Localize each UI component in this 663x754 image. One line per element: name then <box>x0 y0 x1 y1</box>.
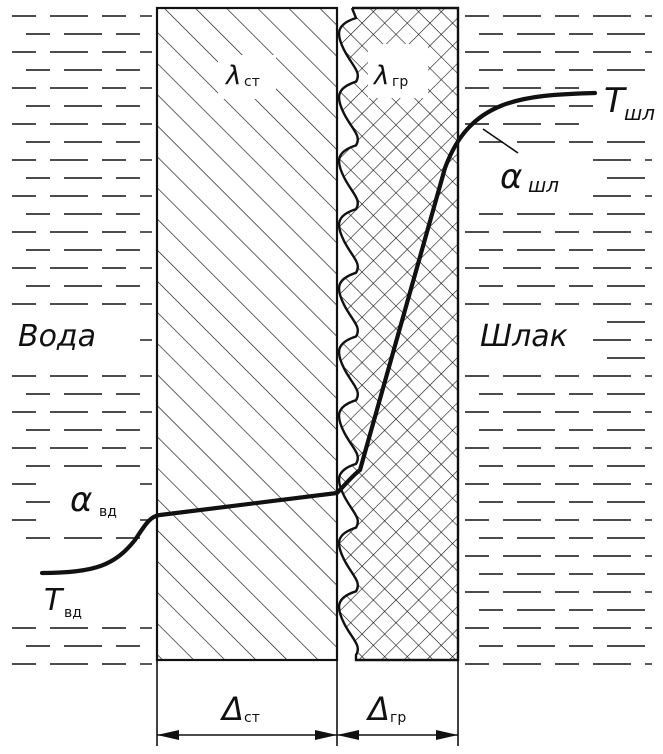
temperature-profile-curve <box>39 90 598 576</box>
lambda-deposit-subscript: гр <box>392 74 408 90</box>
water-region <box>12 15 152 665</box>
steel-wall <box>155 6 339 662</box>
slag-label: Шлак <box>480 319 568 354</box>
lambda-wall-symbol: λ <box>224 61 241 91</box>
t-slag-symbol: T <box>604 81 627 121</box>
t-water-symbol: T <box>44 583 65 618</box>
alpha-slag-symbol: α <box>500 157 522 197</box>
alpha-water-symbol: α <box>70 480 92 520</box>
lambda-deposit-symbol: λ <box>372 61 389 91</box>
dimension-lines <box>156 660 459 746</box>
delta-deposit-subscript: гр <box>390 710 406 726</box>
lambda-wall-subscript: ст <box>244 74 260 90</box>
t-water-subscript: вд <box>64 605 82 621</box>
alpha-water-subscript: вд <box>99 504 117 520</box>
delta-deposit-symbol: Δ <box>365 690 390 728</box>
lambda-wall-label-bg <box>218 55 276 99</box>
lambda-deposit-label-bg <box>368 44 428 98</box>
t-slag-subscript: шл <box>624 101 655 125</box>
alpha-slag-leader <box>482 128 519 154</box>
water-label: Вода <box>18 319 96 354</box>
alpha-slag-subscript: шл <box>528 173 559 197</box>
slag-region <box>465 15 652 665</box>
delta-wall-subscript: ст <box>244 710 260 726</box>
delta-wall-symbol: Δ <box>219 690 244 728</box>
